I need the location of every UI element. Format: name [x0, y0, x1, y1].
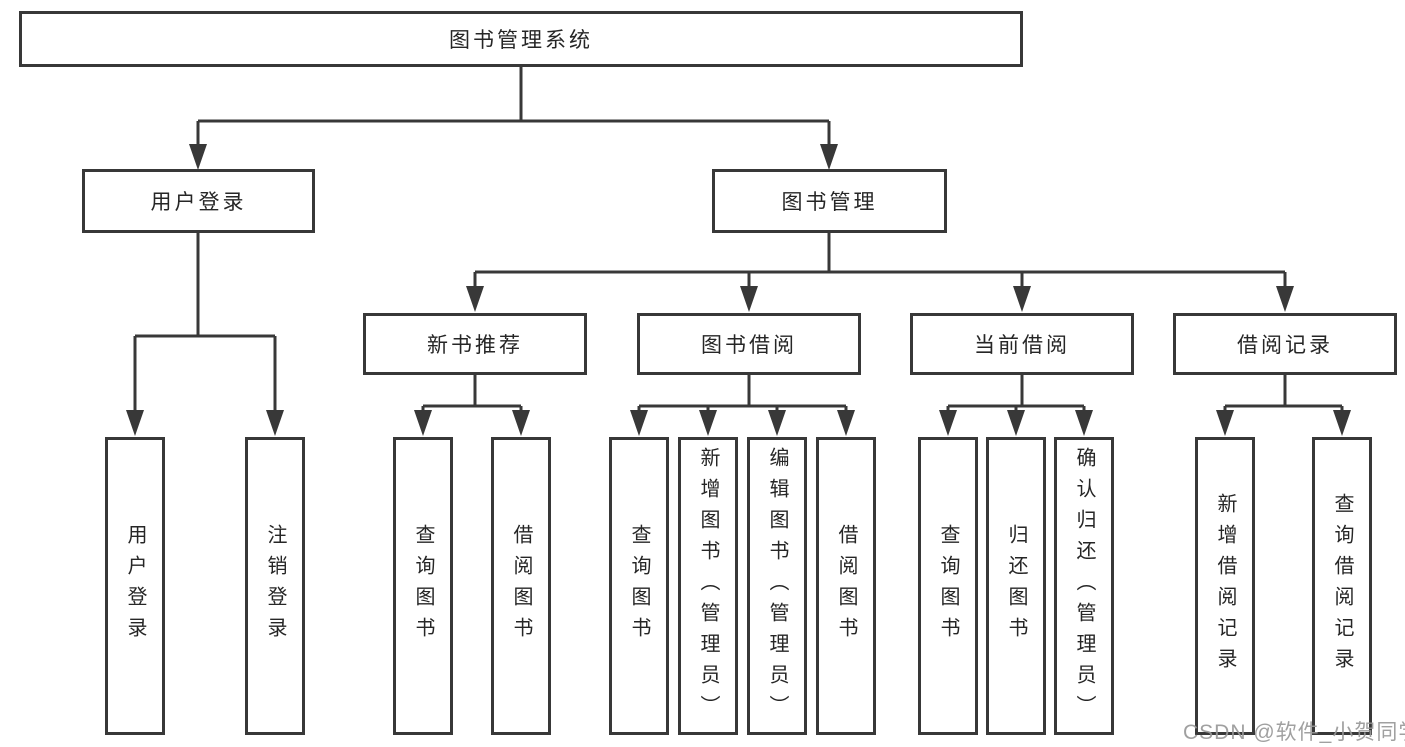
- leaf-label: 确认归还（管理员）: [1073, 446, 1095, 726]
- leaf-add-borrow-record: 新增借阅记录: [1195, 437, 1255, 735]
- leaf-edit-book-admin: 编辑图书（管理员）: [747, 437, 807, 735]
- leaf-label: 用户登录: [124, 524, 146, 648]
- node-library-management-system: 图书管理系统: [19, 11, 1023, 67]
- leaf-label: 编辑图书（管理员）: [766, 446, 788, 726]
- node-label: 当前借阅: [974, 334, 1070, 357]
- leaf-label: 归还图书: [1005, 524, 1027, 648]
- leaf-label: 查询借阅记录: [1331, 493, 1353, 679]
- node-book-borrowing: 图书借阅: [637, 313, 861, 375]
- leaf-query-borrow-record: 查询借阅记录: [1312, 437, 1372, 735]
- leaf-logout-login: 注销登录: [245, 437, 305, 735]
- node-new-book-recommendation: 新书推荐: [363, 313, 587, 375]
- leaf-label: 新增图书（管理员）: [697, 446, 719, 726]
- node-label: 借阅记录: [1237, 334, 1333, 357]
- leaf-label: 查询图书: [628, 524, 650, 648]
- node-label: 新书推荐: [427, 334, 523, 357]
- leaf-confirm-return-admin: 确认归还（管理员）: [1054, 437, 1114, 735]
- leaf-query-books-recommend: 查询图书: [393, 437, 453, 735]
- node-borrowing-records: 借阅记录: [1173, 313, 1397, 375]
- node-label: 用户登录: [150, 191, 247, 214]
- leaf-borrow-books-recommend: 借阅图书: [491, 437, 551, 735]
- csdn-watermark: CSDN @软件_小贺同学: [1183, 721, 1405, 744]
- node-current-borrowing: 当前借阅: [910, 313, 1134, 375]
- leaf-label: 借阅图书: [510, 524, 532, 648]
- leaf-label: 新增借阅记录: [1214, 493, 1236, 679]
- leaf-label: 注销登录: [264, 524, 286, 648]
- leaf-borrow-books-borrowing: 借阅图书: [816, 437, 876, 735]
- leaf-add-book-admin: 新增图书（管理员）: [678, 437, 738, 735]
- node-label: 图书借阅: [701, 334, 797, 357]
- node-user-login: 用户登录: [82, 169, 315, 233]
- node-label: 图书管理: [781, 191, 878, 214]
- node-book-management: 图书管理: [712, 169, 947, 233]
- node-label: 图书管理系统: [449, 29, 593, 52]
- leaf-label: 查询图书: [937, 524, 959, 648]
- leaf-return-books: 归还图书: [986, 437, 1046, 735]
- leaf-user-login: 用户登录: [105, 437, 165, 735]
- leaf-query-books-current: 查询图书: [918, 437, 978, 735]
- leaf-label: 借阅图书: [835, 524, 857, 648]
- leaf-label: 查询图书: [412, 524, 434, 648]
- leaf-query-books-borrowing: 查询图书: [609, 437, 669, 735]
